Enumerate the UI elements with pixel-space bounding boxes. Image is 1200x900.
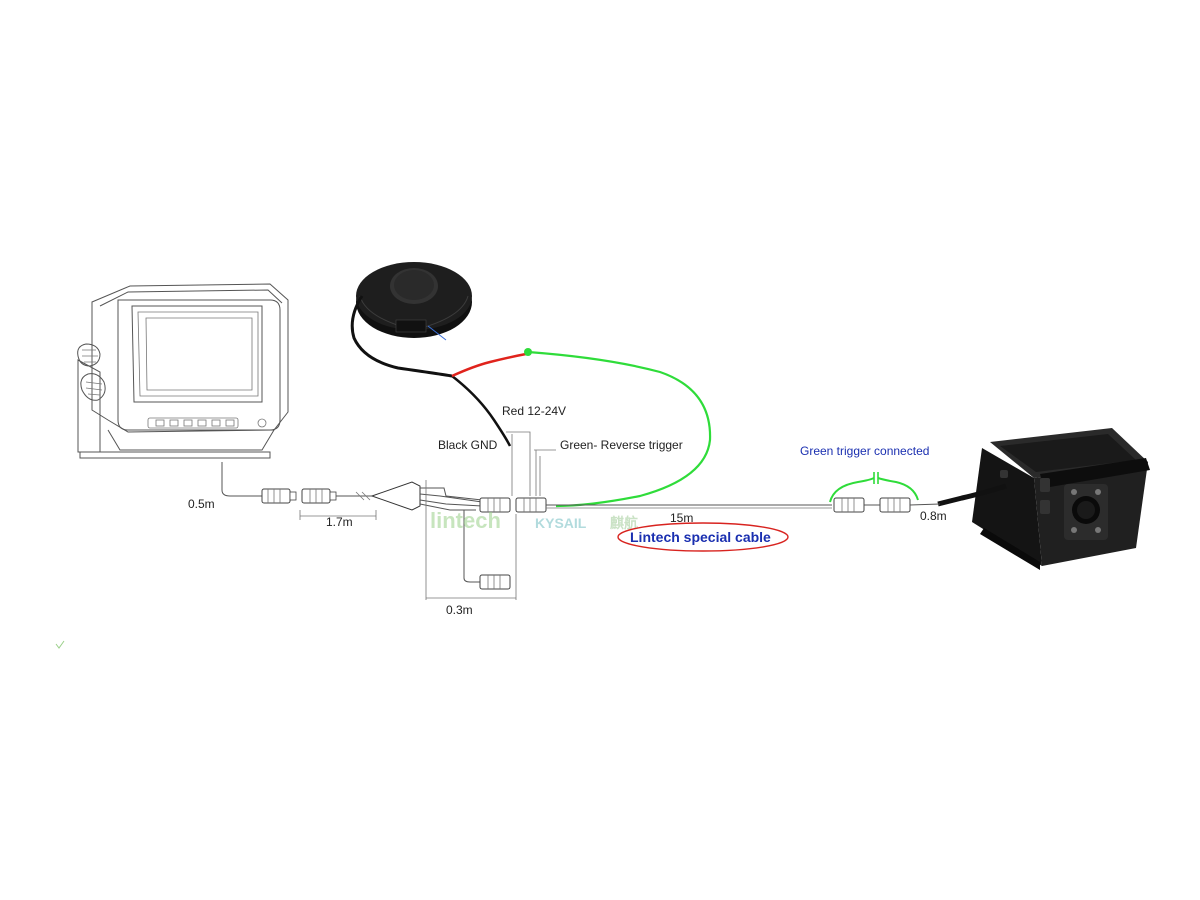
special-cable-oval (617, 522, 789, 552)
length-camera-label: 0.8m (920, 509, 947, 523)
watermark: lintech KYSAIL 麒航 (430, 508, 638, 533)
connector (261, 488, 297, 504)
check-mark (55, 640, 65, 649)
label-leaders (506, 431, 556, 496)
connector (479, 574, 511, 590)
connector (833, 497, 865, 513)
connector (879, 497, 911, 513)
length-monitor-label: 0.5m (188, 497, 215, 511)
length-main-label: 15m (670, 511, 693, 525)
red-wire-label: Red 12-24V (502, 404, 566, 418)
speaker-icon (356, 262, 472, 341)
svg-text:KYSAIL: KYSAIL (535, 515, 587, 531)
connector (301, 488, 337, 504)
black-wire-label: Black GND (438, 438, 498, 452)
camera-icon (937, 428, 1150, 570)
length-extension-label: 1.7m (326, 515, 353, 529)
dimension-lines (299, 480, 517, 600)
connector (479, 497, 511, 513)
labels: Red 12-24V Black GND Green- Reverse trig… (188, 404, 947, 617)
monitor-icon (77, 283, 289, 459)
special-cable-label: Lintech special cable (630, 529, 771, 545)
speaker-leads (350, 295, 712, 508)
length-branch-label: 0.3m (446, 603, 473, 617)
svg-text:麒航: 麒航 (610, 515, 638, 532)
harness (221, 462, 941, 590)
connector (515, 497, 547, 513)
svg-text:lintech: lintech (430, 508, 501, 533)
green-wire-label: Green- Reverse trigger (560, 438, 683, 452)
green-trigger-label: Green trigger connected (800, 444, 929, 458)
